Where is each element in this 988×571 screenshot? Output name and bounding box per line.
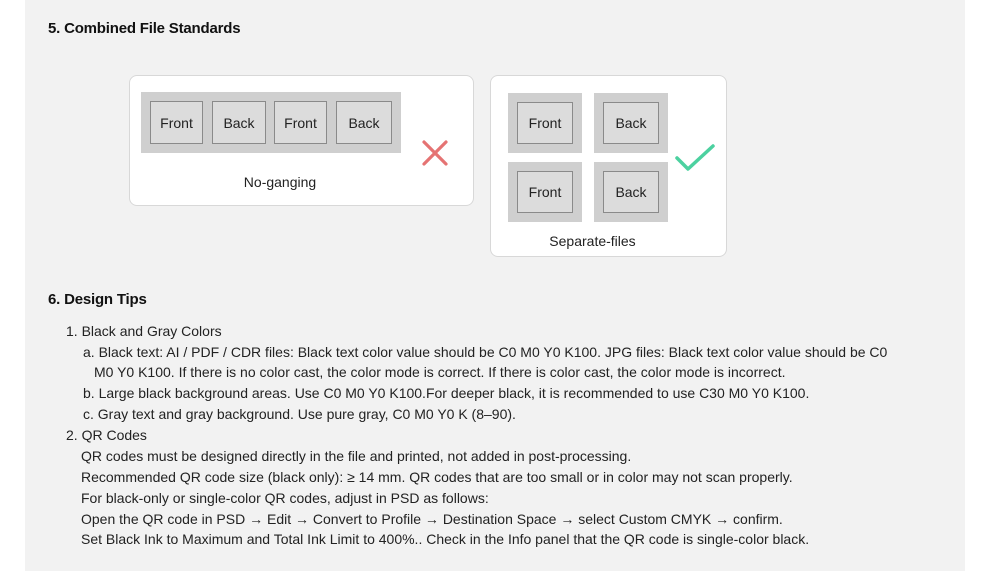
sheet-tile: Front [508, 93, 582, 153]
cross-icon [422, 140, 448, 166]
face-back: Back [603, 171, 659, 213]
qr-tip-line: QR codes must be designed directly in th… [81, 448, 632, 464]
tip-item-a-continued: M0 Y0 K100. If there is no color cast, t… [94, 364, 786, 380]
tip-item-b: b. Large black background areas. Use C0 … [83, 385, 810, 401]
section-title-design-tips: 6. Design Tips [48, 291, 147, 308]
qr-tip-line: Open the QR code in PSD → Edit → Convert… [81, 511, 783, 527]
no-ganging-label: No-ganging [243, 174, 317, 190]
face-back: Back [212, 101, 266, 144]
face-front: Front [274, 101, 327, 144]
face-back: Back [603, 102, 659, 144]
face-front: Front [150, 101, 203, 144]
check-icon [675, 144, 715, 171]
sheet-tile: Back [594, 162, 668, 222]
tip-heading-black-gray: 1. Black and Gray Colors [66, 323, 222, 339]
separate-files-card: Front Back Front Back Separate-files [490, 75, 727, 257]
section-title-combined-file-standards: 5. Combined File Standards [48, 20, 241, 37]
sheet-tile: Front [508, 162, 582, 222]
separate-files-label: Separate-files [549, 233, 636, 249]
qr-tip-line: Recommended QR code size (black only): ≥… [81, 469, 793, 485]
ganged-sheet: Front Back Front Back [141, 92, 401, 153]
qr-tip-line: For black-only or single-color QR codes,… [81, 490, 489, 506]
face-back: Back [336, 101, 392, 144]
tip-item-a: a. Black text: AI / PDF / CDR files: Bla… [83, 344, 888, 360]
no-ganging-card: Front Back Front Back No-ganging [129, 75, 474, 206]
face-front: Front [517, 171, 573, 213]
content-panel: 5. Combined File Standards Front Back Fr… [25, 0, 965, 571]
tip-heading-qr-codes: 2. QR Codes [66, 427, 147, 443]
tip-item-c: c. Gray text and gray background. Use pu… [83, 406, 516, 422]
sheet-tile: Back [594, 93, 668, 153]
qr-tip-line: Set Black Ink to Maximum and Total Ink L… [81, 531, 810, 547]
face-front: Front [517, 102, 573, 144]
